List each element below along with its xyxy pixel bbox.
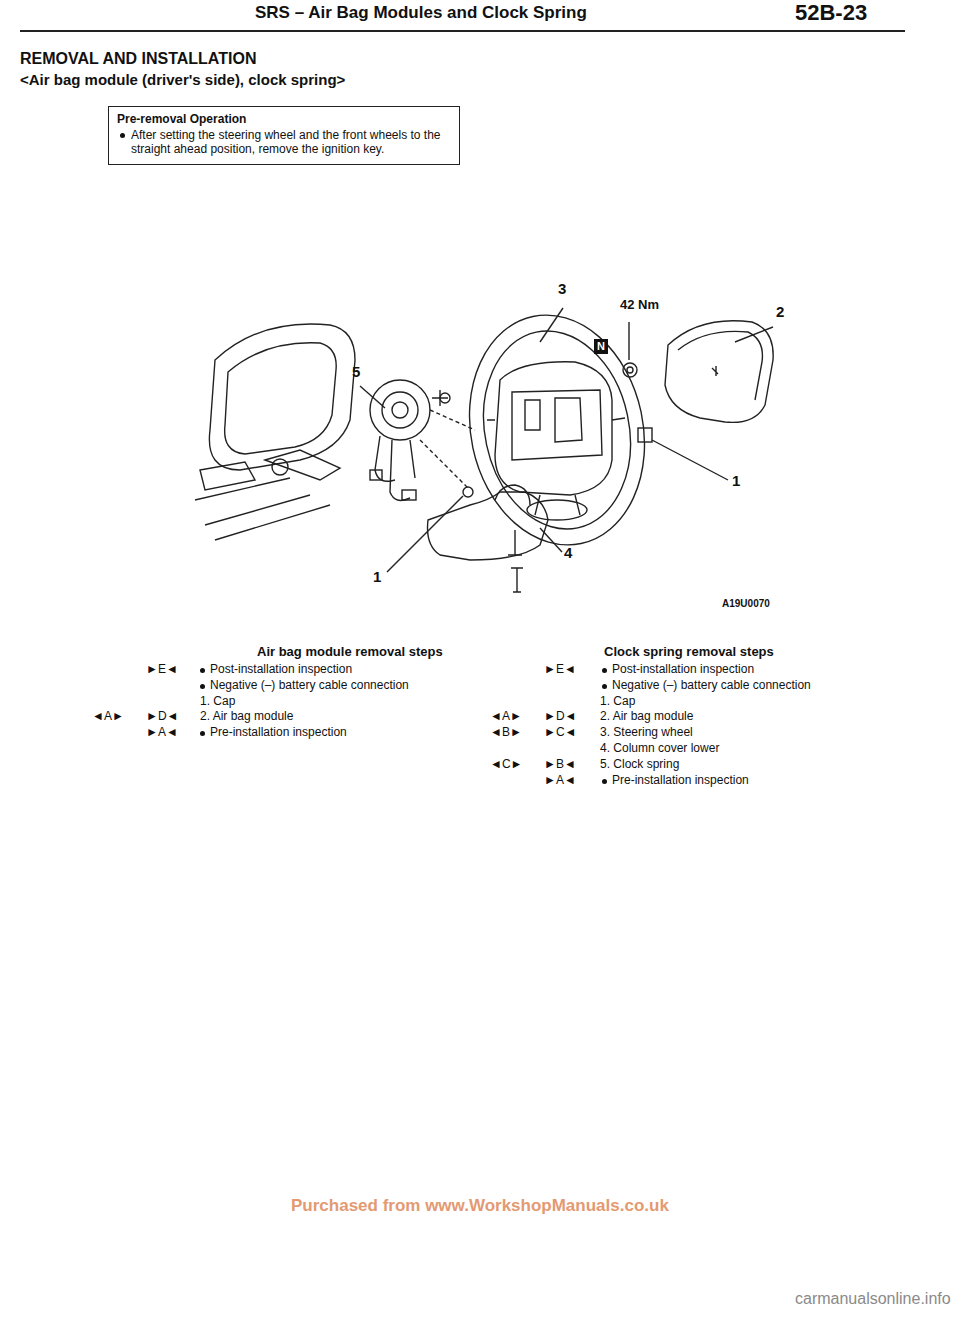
callout-number: 1 bbox=[373, 568, 381, 585]
callout-number: 3 bbox=[558, 280, 566, 297]
step-item: 3. Steering wheel bbox=[600, 726, 693, 740]
section-subtitle: <Air bag module (driver's side), clock s… bbox=[20, 71, 345, 88]
bullet-dot bbox=[200, 668, 205, 673]
step-mark: ◄B► bbox=[490, 726, 522, 740]
step-mark: ►D◄ bbox=[544, 710, 576, 724]
note-heading: Pre-removal Operation bbox=[117, 112, 451, 126]
step-item: 1. Cap bbox=[200, 695, 235, 709]
step-item: Post-installation inspection bbox=[612, 663, 754, 677]
note-body: After setting the steering wheel and the… bbox=[117, 128, 451, 157]
step-item: Negative (–) battery cable connection bbox=[210, 679, 409, 693]
step-item: 1. Cap bbox=[600, 695, 635, 709]
step-item: Pre-installation inspection bbox=[210, 726, 347, 740]
bullet-dot bbox=[120, 133, 125, 138]
bullet-dot bbox=[602, 668, 607, 673]
figure-code: A19U0070 bbox=[722, 598, 770, 610]
step-mark: ►C◄ bbox=[544, 726, 576, 740]
bullet-dot bbox=[602, 779, 607, 784]
callout-number: 1 bbox=[732, 472, 740, 489]
step-mark: ►E◄ bbox=[544, 663, 576, 677]
step-mark: ►B◄ bbox=[544, 758, 576, 772]
watermark: carmanualsonline.info bbox=[795, 1290, 951, 1308]
callout-number: 4 bbox=[564, 544, 572, 561]
torque-value: 42 Nm bbox=[620, 298, 659, 313]
step-mark: ►E◄ bbox=[146, 663, 178, 677]
section-title: REMOVAL AND INSTALLATION bbox=[20, 50, 256, 68]
note-box: Pre-removal OperationAfter setting the s… bbox=[108, 106, 460, 165]
callout-number: 2 bbox=[776, 303, 784, 320]
bullet-dot bbox=[200, 731, 205, 736]
step-mark: ◄A► bbox=[490, 710, 522, 724]
bullet-dot bbox=[602, 684, 607, 689]
step-mark: ►A◄ bbox=[146, 726, 178, 740]
step-mark: ◄C► bbox=[490, 758, 522, 772]
step-mark: ►D◄ bbox=[146, 710, 178, 724]
page-number: 52B-23 bbox=[795, 0, 867, 25]
symbol-box: N bbox=[594, 339, 608, 354]
list-heading: Air bag module removal steps bbox=[257, 645, 443, 660]
callout-number: 5 bbox=[352, 363, 360, 380]
bullet-dot bbox=[200, 684, 205, 689]
step-item: 5. Clock spring bbox=[600, 758, 679, 772]
step-item: 2. Air bag module bbox=[600, 710, 693, 724]
step-item: 2. Air bag module bbox=[200, 710, 293, 724]
watermark: Purchased from www.WorkshopManuals.co.uk bbox=[291, 1196, 669, 1216]
step-mark: ◄A► bbox=[92, 710, 124, 724]
step-item: 4. Column cover lower bbox=[600, 742, 719, 756]
step-item: Pre-installation inspection bbox=[612, 774, 749, 788]
step-item: Post-installation inspection bbox=[210, 663, 352, 677]
step-item: Negative (–) battery cable connection bbox=[612, 679, 811, 693]
step-mark: ►A◄ bbox=[544, 774, 576, 788]
list-heading: Clock spring removal steps bbox=[604, 645, 774, 660]
page-header: SRS – Air Bag Modules and Clock Spring bbox=[255, 3, 587, 23]
